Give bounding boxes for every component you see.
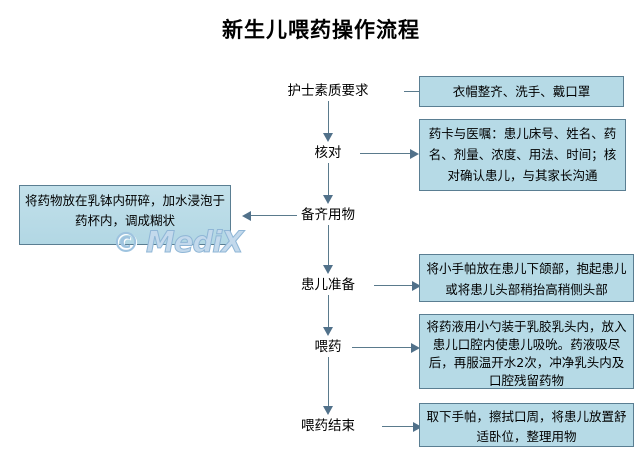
- arrowhead-left-prepare-detail: [242, 211, 251, 221]
- arrowhead-down-verify: [323, 133, 333, 142]
- arrowhead-down-prepare: [323, 195, 333, 204]
- arrowhead-down-end: [323, 406, 333, 415]
- connector-prepare-to-patient: [328, 225, 329, 269]
- connector-feed-to-detail: [352, 347, 416, 348]
- detail-box-verify[interactable]: 药卡与医嘱：患儿床号、姓名、药名、剂量、浓度、用法、时间；核对确认患儿，与其家长…: [419, 119, 626, 191]
- detail-box-prepare-items[interactable]: 将药物放在乳钵内研碎，加水浸泡于药杯内，调成糊状: [19, 185, 231, 245]
- detail-box-patient-prep[interactable]: 将小手帕放在患儿下颌部，抱起患儿或将患儿头部稍抬高稍侧头部: [419, 254, 634, 302]
- flow-step-nurse-quality[interactable]: 护士素质要求: [287, 83, 369, 99]
- flow-step-verify[interactable]: 核对: [314, 145, 342, 161]
- connector-patient-to-detail: [374, 285, 417, 286]
- flow-step-feed-medicine[interactable]: 喂药: [314, 339, 342, 355]
- arrowhead-down-feed: [323, 327, 333, 336]
- connector-verify-to-detail: [360, 153, 415, 154]
- arrowhead-down-patient: [323, 265, 333, 274]
- arrowhead-right-verify-detail: [410, 149, 419, 159]
- flow-step-feeding-end[interactable]: 喂药结束: [301, 418, 355, 434]
- arrowhead-right-patient-detail: [412, 281, 421, 291]
- detail-box-feeding-end[interactable]: 取下手帕，擦拭口周，将患儿放置舒适卧位，整理用物: [419, 403, 634, 447]
- detail-box-feed-medicine[interactable]: 将药液用小勺装于乳胶乳头内，放入患儿口腔内使患儿吸吮。药液吸尽后，再服温开水2次…: [419, 314, 634, 389]
- arrowhead-right-feed-detail: [411, 343, 420, 353]
- connector-feed-to-end: [328, 357, 329, 410]
- flow-step-patient-prep[interactable]: 患儿准备: [301, 277, 355, 293]
- arrowhead-right-end-detail: [413, 422, 422, 432]
- connector-end-to-detail: [382, 426, 418, 427]
- connector-prepare-to-detail: [249, 215, 297, 216]
- connector-verify-to-prepare: [328, 163, 329, 199]
- page-title: 新生儿喂药操作流程: [222, 18, 420, 42]
- connector-nurse-to-verify: [328, 101, 329, 137]
- connector-patient-to-feed: [328, 295, 329, 331]
- detail-box-nurse-quality[interactable]: 衣帽整齐、洗手、戴口罩: [419, 76, 624, 107]
- flow-step-prepare-items[interactable]: 备齐用物: [301, 207, 355, 223]
